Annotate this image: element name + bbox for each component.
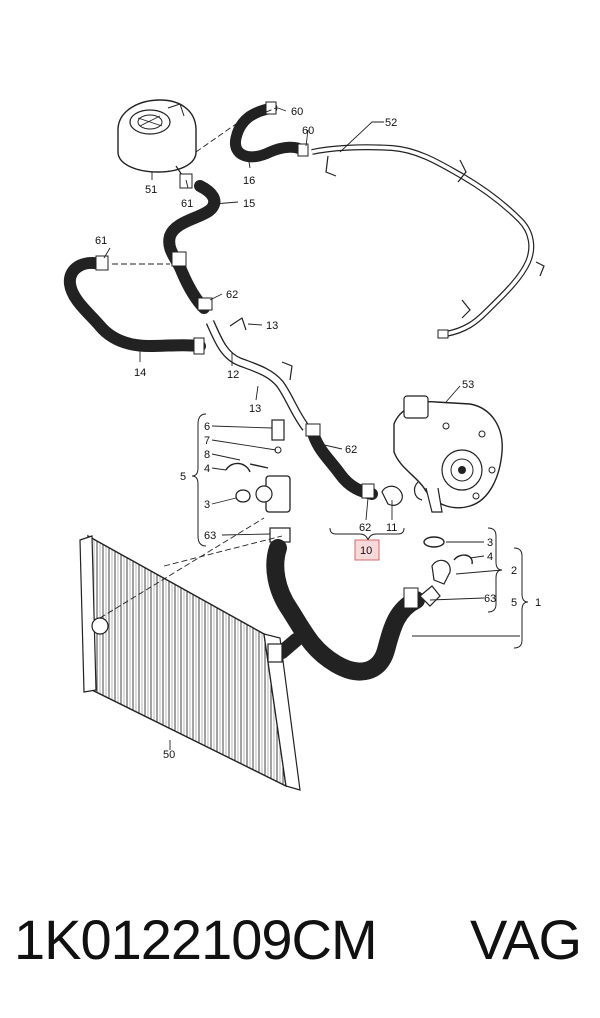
callout-12: 12 (227, 369, 239, 381)
lower-hose (266, 536, 473, 681)
callout-3-right: 3 (487, 537, 493, 549)
callout-14: 14 (134, 367, 146, 379)
hose-15 (163, 173, 221, 314)
callout-63-right: 63 (484, 593, 496, 605)
metal-pipe-52 (311, 144, 545, 339)
leader-lines (99, 107, 520, 750)
callout-63-left: 63 (204, 530, 216, 542)
hose-16 (230, 101, 309, 163)
highlight-box-10 (354, 539, 380, 561)
callout-10: 10 (360, 545, 372, 557)
callout-2: 2 (511, 565, 517, 577)
callout-13-lower: 13 (249, 403, 261, 415)
callout-51: 51 (145, 184, 157, 196)
callout-15: 15 (243, 198, 255, 210)
callout-5-left: 5 (180, 471, 186, 483)
callout-5-right: 5 (511, 597, 517, 609)
callout-labels: 60 60 52 51 16 61 15 61 62 13 14 12 53 1… (95, 106, 541, 761)
callout-4-left: 4 (204, 463, 210, 475)
part-number: 1K0122109CM (14, 908, 378, 971)
callout-16: 16 (243, 175, 255, 187)
callout-1: 1 (535, 597, 541, 609)
callout-62-lower: 62 (359, 522, 371, 534)
callout-4-right: 4 (487, 551, 493, 563)
callout-50: 50 (163, 749, 175, 761)
hose-to-pump (305, 423, 403, 506)
expansion-tank (117, 99, 197, 179)
callout-62-upper: 62 (226, 289, 238, 301)
callout-61-tank: 61 (181, 198, 193, 210)
callout-13-upper: 13 (266, 320, 278, 332)
callout-11: 11 (386, 522, 397, 534)
connector-group (225, 419, 291, 543)
callout-52: 52 (385, 117, 397, 129)
callout-3-left: 3 (204, 499, 210, 511)
water-pump (393, 395, 503, 513)
metal-pipe-12 (205, 317, 310, 431)
brand-name: VAG (470, 908, 582, 971)
callout-60-top: 60 (291, 106, 303, 118)
callout-61-left: 61 (95, 235, 107, 247)
callout-53: 53 (462, 379, 474, 391)
radiator (79, 534, 301, 791)
callout-6: 6 (204, 421, 210, 433)
cooling-hose-diagram: 60 60 52 51 16 61 15 61 62 13 14 12 53 1… (63, 99, 545, 791)
callout-8: 8 (204, 449, 210, 461)
brackets (191, 413, 529, 649)
callout-62-right: 62 (345, 444, 357, 456)
callout-7: 7 (204, 435, 210, 447)
callout-60-mid: 60 (302, 125, 314, 137)
